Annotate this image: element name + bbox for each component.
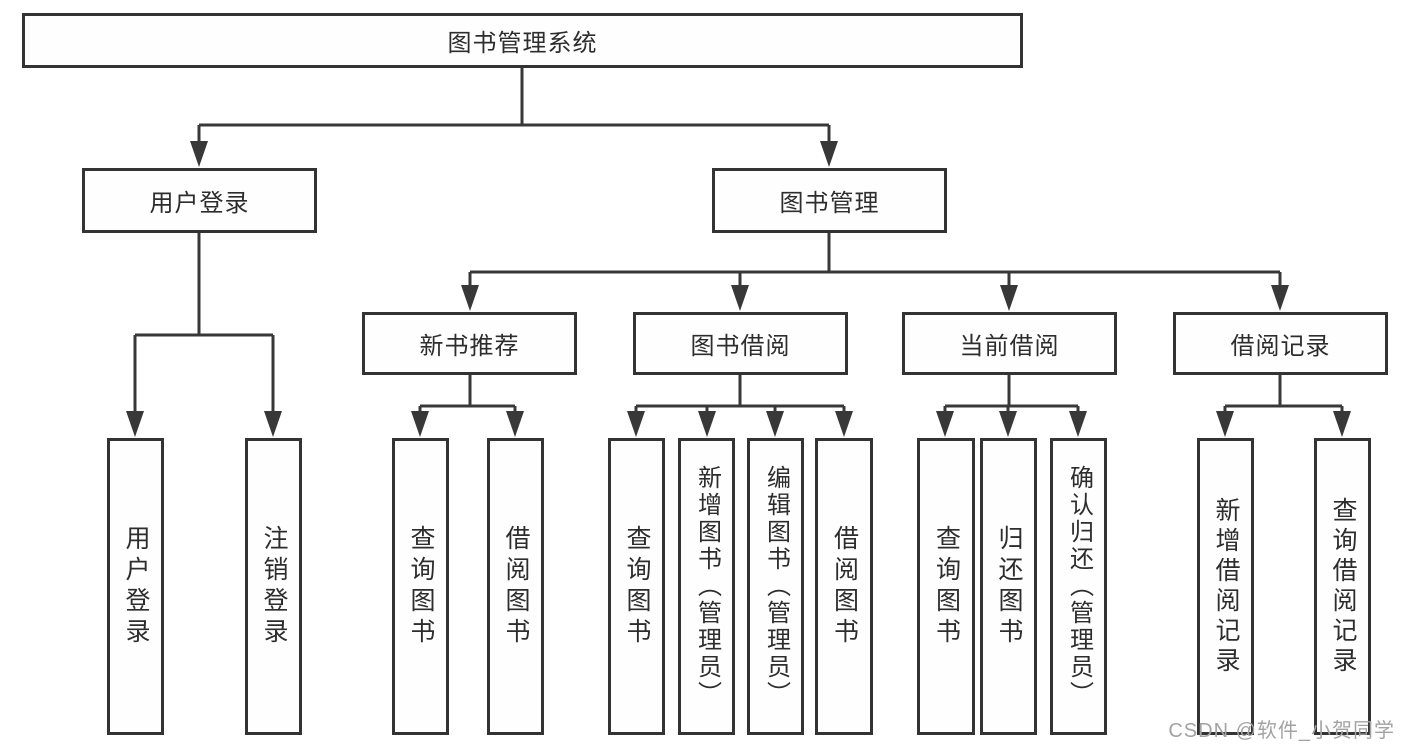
node-label: 当前借阅 xyxy=(959,333,1060,360)
leaf-edit-book-admin: 编辑图书（管理员） xyxy=(747,438,804,735)
leaf-query-borrow-record: 查询借阅记录 xyxy=(1314,438,1371,735)
leaf-query-books-current: 查询图书 xyxy=(917,438,975,735)
node-label: 图书借阅 xyxy=(690,333,791,360)
node-label: 新增图书（管理员） xyxy=(693,465,721,708)
node-label: 用户登录 xyxy=(122,524,150,649)
node-book-borrowing: 图书借阅 xyxy=(633,312,848,375)
leaf-logout: 注销登录 xyxy=(245,438,302,735)
csdn-watermark: CSDN @软件_小贺同学 xyxy=(1168,720,1395,742)
node-label: 图书管理系统 xyxy=(447,30,598,57)
node-label: 查询图书 xyxy=(932,524,961,649)
node-label: 确认归还（管理员） xyxy=(1065,465,1093,708)
node-book-management: 图书管理 xyxy=(712,168,947,233)
leaf-query-books-borrowing: 查询图书 xyxy=(608,438,665,735)
leaf-add-borrow-record: 新增借阅记录 xyxy=(1197,438,1254,735)
node-label: 查询借阅记录 xyxy=(1329,496,1357,677)
node-label: 新书推荐 xyxy=(419,333,520,360)
node-label: 新增借阅记录 xyxy=(1212,496,1240,677)
leaf-add-book-admin: 新增图书（管理员） xyxy=(678,438,735,735)
leaf-query-books-recommend: 查询图书 xyxy=(392,438,449,735)
node-label: 借阅图书 xyxy=(830,524,859,649)
node-label: 借阅图书 xyxy=(502,524,530,649)
node-user-login: 用户登录 xyxy=(82,168,317,233)
leaf-confirm-return-admin: 确认归还（管理员） xyxy=(1050,438,1107,735)
node-label: 归还图书 xyxy=(995,524,1023,649)
leaf-user-login: 用户登录 xyxy=(107,438,164,735)
node-borrowing-records: 借阅记录 xyxy=(1173,312,1388,375)
node-label: 注销登录 xyxy=(260,524,288,649)
node-new-book-recommendation: 新书推荐 xyxy=(362,312,577,375)
leaf-return-books: 归还图书 xyxy=(980,438,1037,735)
node-label: 用户登录 xyxy=(149,190,250,217)
node-library-management-system: 图书管理系统 xyxy=(22,13,1023,68)
node-label: 编辑图书（管理员） xyxy=(762,465,790,708)
leaf-borrow-books-borrowing: 借阅图书 xyxy=(815,438,873,735)
node-label: 查询图书 xyxy=(623,524,651,649)
node-label: 查询图书 xyxy=(407,524,435,649)
node-label: 借阅记录 xyxy=(1230,333,1331,360)
node-label: 图书管理 xyxy=(779,190,880,217)
leaf-borrow-books-recommend: 借阅图书 xyxy=(487,438,544,735)
node-current-borrowing: 当前借阅 xyxy=(902,312,1117,375)
